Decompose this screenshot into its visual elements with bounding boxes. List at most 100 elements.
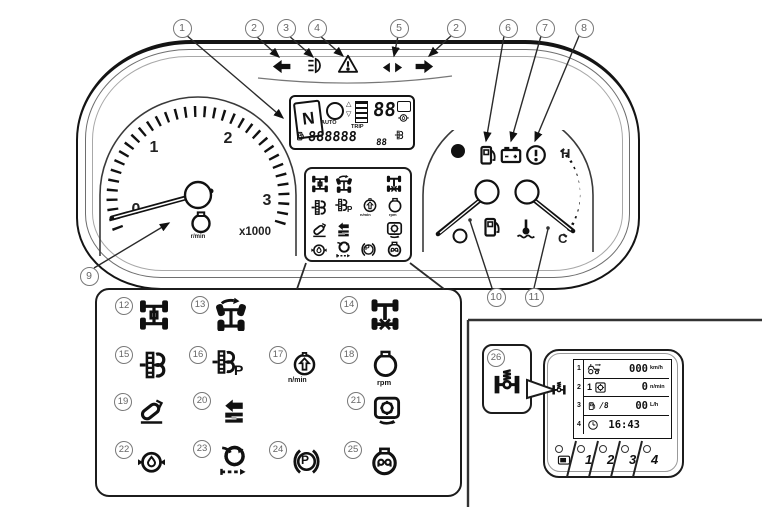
legend-num-17: 17 [269,346,287,364]
temp-gauge-hub [514,179,540,205]
warning-light-panel: P n/min rpm P [304,167,412,262]
mini-speed-shift-icon [338,222,349,237]
display-row-clock: 16:43 [584,416,669,435]
suspension-icon [493,368,521,395]
lcd-pto-mini-icon [394,130,404,140]
fuel-temp-bezel [422,130,594,252]
mini-regeneration-icon [386,222,403,239]
gear-icon [595,382,606,393]
display-row-speed: 000 km/h [584,360,669,379]
gauge-dot-marker [451,144,465,158]
lcd-sub-digits: 88 [375,138,388,148]
callout-9: 9 [79,266,99,286]
callout-2: 2 [244,18,264,38]
legend-num-20: 20 [193,392,211,410]
lcd-fuel-icon [297,131,305,141]
callout-4: 4 [307,18,327,38]
suspension-icon-small [551,381,567,395]
display-module: 1 2 3 4 000 km/h 1 0 n/min [543,349,684,478]
legend-num-12: 12 [115,297,133,315]
legend-diff-lock-icon [370,298,400,332]
legend-num-22: 22 [115,441,133,459]
mini-pto-icon [310,199,326,216]
display-select-button-icon[interactable] [557,453,571,467]
legend-loader-icon [139,398,164,425]
legend-glow-plug-icon [372,447,397,476]
button-led-1 [577,445,585,453]
callout-2b: 2 [446,18,466,38]
display-row-num-1: 1 [577,365,581,372]
legend-pto-speed-label: rpm [377,378,392,387]
lcd-hour-digits: 88 [372,99,397,121]
fuel-empty-marker [452,228,468,244]
mini-4wd-steering-icon [335,174,353,193]
hazard-warning-icon [337,54,359,73]
callout-10: 10 [486,287,506,307]
button-3-label[interactable]: 3 [629,452,637,467]
legend-parking-brake-label: P [301,453,310,467]
lcd-vehicle-icon [397,101,411,112]
engine-speed-value: 0 [641,381,648,394]
legend-num-19: 19 [114,393,132,411]
callout-5: 5 [389,18,409,38]
lcd-display: N AUTO △ ▽ TRIP 88 888888 88 [289,95,415,150]
legend-num-24: 24 [269,441,287,459]
button-4-label[interactable]: 4 [651,452,659,467]
callout-26: 26 [487,349,505,367]
mini-oil-change-icon [310,244,328,257]
tractor-speed-icon [587,362,601,375]
legend-num-14: 14 [340,296,358,314]
legend-4wd-icon [139,299,169,331]
headlight-icon [307,58,321,73]
legend-engine-speed-label: n/min [288,377,307,384]
tach-number-3: 3 [263,192,272,209]
fuel-rate-glyph: /8 [598,401,610,411]
legend-engine-speed-icon [293,351,316,376]
fuel-gauge-hub [474,179,500,205]
lcd-hitch-up-icon: △ [346,101,352,108]
button-led-display [555,445,563,453]
mini-pto-auto-label: P [347,205,353,214]
tachometer-gauge: 0 1 2 3 x1000 r/min [99,96,297,268]
display-row-numbers: 1 2 3 4 [575,360,583,434]
fuel-rate-value: 00 [635,399,648,412]
mini-engine-speed-icon [363,198,377,213]
legend-4wd-steering-icon [215,297,247,331]
callout-1: 1 [172,18,192,38]
legend-num-25: 25 [344,441,362,459]
display-row-num-3: 3 [577,402,581,409]
button-1-label[interactable]: 1 [585,452,593,467]
display-row-num-2: 2 [577,383,581,391]
legend-num-13: 13 [191,296,209,314]
left-turn-icon [272,59,291,74]
mini-pto-speed-label: rpm [389,212,397,217]
legend-num-23: 23 [193,440,211,458]
lcd-trip-label: TRIP [351,124,364,130]
mini-diff-lock-icon [386,175,402,193]
display-row-fuel: /8 00 L/h [584,397,669,416]
legend-oil-change-icon [136,451,167,473]
tach-number-1: 1 [150,139,159,156]
callout-26-bubble: 26 [482,344,532,414]
fuel-rate-unit: L/h [650,402,659,408]
mini-4wd-icon [311,175,329,193]
button-2-label[interactable]: 2 [607,452,615,467]
mini-pto-clutch-icon [336,241,352,258]
gear-number: 1 [587,382,593,393]
mini-loader-icon [312,222,327,238]
legend-regeneration-icon [373,396,401,426]
display-screen: 1 2 3 4 000 km/h 1 0 n/min [573,359,672,439]
fuel-rate-icon [588,401,596,410]
lcd-main-digits: 888888 [307,129,358,145]
lcd-hitch-ladder-icon [355,101,368,123]
legend-num-16: 16 [189,346,207,364]
mini-engine-speed-label: n/min [360,212,371,217]
fuel-temp-gauge: H C [422,130,594,252]
legend-pto-speed-icon [373,350,398,378]
tach-unit-label: r/min [191,234,206,240]
button-led-2 [599,445,607,453]
speed-value: 000 [629,362,648,375]
lcd-hitch-down-icon: ▽ [346,111,352,118]
legend-pto-auto-label: P [234,362,244,378]
